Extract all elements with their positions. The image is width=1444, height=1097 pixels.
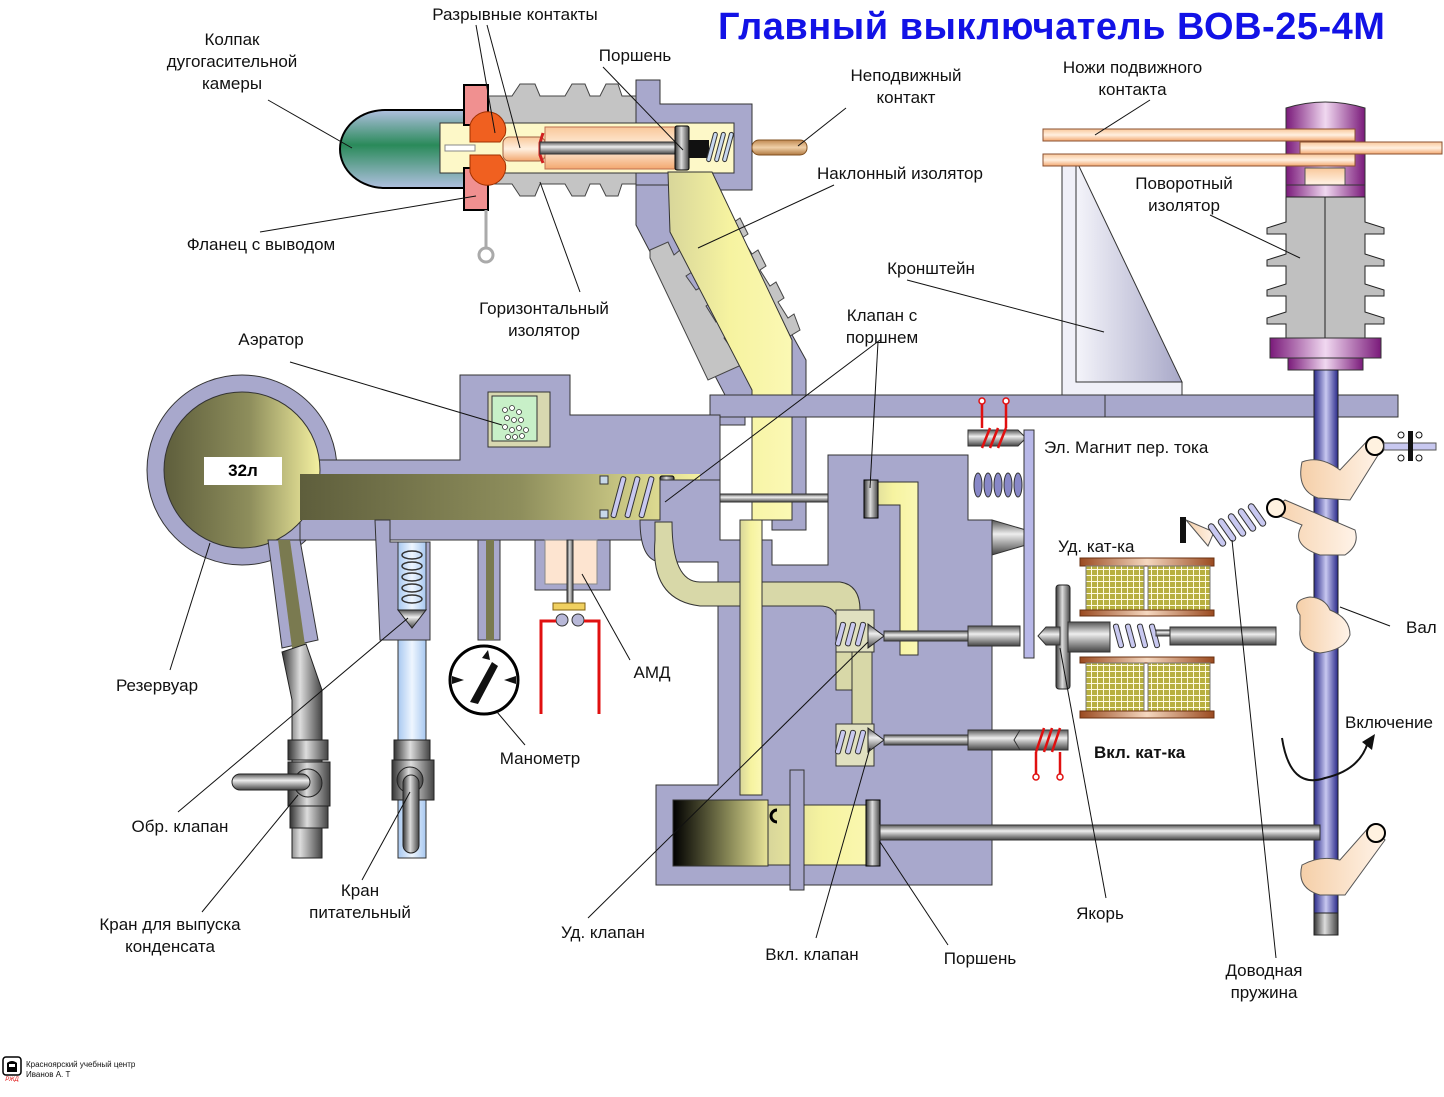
label-trip-valve: Уд. клапан — [561, 923, 645, 942]
leader-lines — [169, 24, 1391, 959]
inclined-insulator-assembly — [635, 171, 807, 531]
footer: РЖД Красноярский учебный центр Иванов А.… — [2, 1056, 135, 1082]
bracket — [1075, 159, 1183, 383]
pneumatic-valve-block — [639, 454, 1321, 891]
arc-chamber-cap — [339, 109, 466, 189]
label-closing-coil: Вкл. кат-ка — [1094, 743, 1186, 762]
auxiliary-contact — [1408, 431, 1413, 461]
label-supply-cock: Кран питательный — [309, 881, 411, 922]
closing-spring — [1207, 503, 1267, 547]
piston-rod — [879, 824, 1321, 841]
overcurrent-magnet-coil — [980, 404, 1008, 449]
label-closing: Включение — [1345, 713, 1433, 732]
trip-valve-stem — [967, 625, 1021, 647]
cam-spring — [1269, 499, 1357, 556]
amd-contact-plate — [552, 602, 586, 611]
label-amd: АМД — [633, 663, 671, 682]
cylinder-chamber — [672, 799, 769, 867]
label-closing-valve: Вкл. клапан — [765, 945, 859, 964]
footer-author: Иванов А. Т — [26, 1070, 71, 1079]
cam-middle — [1296, 596, 1351, 654]
label-closing-spring: Доводная пружина — [1225, 961, 1303, 1002]
closing-coil-wires — [1034, 727, 1062, 774]
armature-spring — [973, 472, 1023, 498]
label-flange-with-terminal: Фланец с выводом — [186, 235, 336, 254]
label-piston-top: Поршень — [598, 46, 672, 65]
terminal-ring — [477, 246, 495, 264]
amd-wires — [539, 619, 601, 714]
frame-bar — [709, 394, 1399, 418]
label-shaft: Вал — [1406, 618, 1437, 637]
label-armature: Якорь — [1076, 904, 1124, 923]
rzd-logo-icon: РЖД — [2, 1056, 22, 1082]
inclined-insulator-ribs-right — [711, 205, 801, 337]
closing-valve-stem — [967, 729, 1021, 751]
closing-valve — [867, 727, 885, 753]
frame — [709, 157, 1399, 418]
arc-piston — [674, 125, 690, 171]
label-trip-coil: Уд. кат-ка — [1058, 537, 1135, 556]
armature — [1023, 429, 1035, 659]
page-title: Главный выключатель ВОВ-25-4М — [718, 6, 1386, 48]
trip-coil-winding — [1085, 565, 1145, 611]
inclined-insulator-channel — [667, 171, 793, 521]
trip-coil-flange — [1079, 557, 1215, 567]
label-break-contacts: Разрывные контакты — [432, 5, 598, 24]
label-fixed-contact: Неподвижный контакт — [850, 66, 962, 107]
label-inclined-insulator: Наклонный изолятор — [817, 164, 983, 183]
closing-direction-arrow — [1281, 737, 1369, 782]
fixed-contact — [751, 139, 808, 156]
reservoir-volume-label: 32л — [204, 457, 282, 485]
electromagnets — [967, 397, 1277, 781]
label-rotary-insulator: Поворотный изолятор — [1135, 174, 1233, 215]
moving-contact-knife-right — [1299, 141, 1443, 155]
drain-cock-handle — [231, 773, 311, 791]
label-overcurrent-magnet: Эл. Магнит пер. тока — [1044, 438, 1209, 457]
trip-coil-plunger — [1169, 626, 1277, 646]
moving-contact-knife-lower — [1042, 153, 1356, 167]
label-check-valve: Обр. клапан — [131, 817, 229, 836]
break-contact-upper — [469, 111, 507, 143]
label-piston-bottom: Поршень — [943, 949, 1017, 968]
check-valve — [396, 609, 428, 629]
label-reservoir: Резервуар — [115, 676, 199, 695]
label-bracket: Кронштейн — [887, 259, 975, 278]
spring-anchor — [1180, 517, 1186, 543]
break-contact-lower — [469, 154, 507, 186]
label-valve-with-piston: Клапан с поршнем — [845, 306, 919, 347]
label-horizontal-insulator: Горизонтальный изолятор — [479, 299, 609, 340]
arc-chamber-assembly — [339, 79, 808, 264]
feed-cock-handle — [402, 774, 420, 854]
label-moving-contact-knives: Ножи подвижного контакта — [1062, 58, 1203, 99]
cam-lower — [1300, 825, 1386, 896]
label-arc-chamber-cap: Колпак дугогасительной камеры — [166, 30, 298, 93]
label-condensate-drain-cock: Кран для выпуска конденсата — [99, 915, 241, 956]
valve-upper-piston — [863, 479, 879, 519]
label-aerator: Аэратор — [238, 330, 304, 349]
svg-text:РЖД: РЖД — [5, 1077, 19, 1082]
overcurrent-magnet-core — [967, 429, 1027, 447]
main-piston — [865, 799, 881, 867]
footer-org: Красноярский учебный центр — [26, 1060, 136, 1069]
trip-valve — [867, 623, 885, 649]
manometer-needle — [470, 662, 498, 704]
rotary-assembly — [1042, 101, 1443, 936]
label-manometer: Манометр — [499, 749, 581, 768]
moving-contact-knife-upper — [1042, 128, 1356, 142]
